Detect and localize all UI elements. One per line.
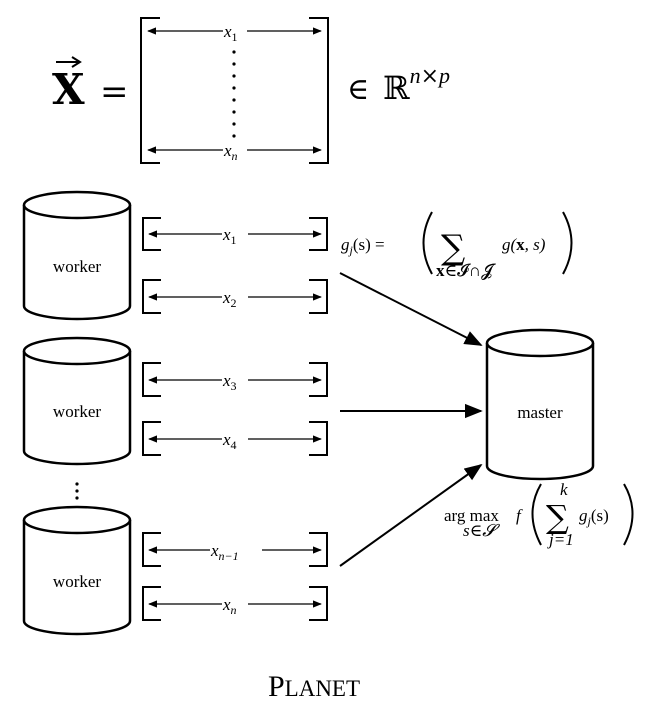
svg-text:j=1: j=1: [547, 530, 574, 549]
membership-sign: ∈: [347, 72, 369, 107]
worker-ellipsis: [75, 482, 79, 500]
left-paren: [422, 211, 433, 275]
master-node: master: [485, 328, 595, 481]
cylinder-top: [485, 328, 595, 358]
cylinder-top: [22, 336, 132, 366]
worker-row: xn: [142, 586, 328, 621]
svg-text:X: X: [52, 65, 85, 114]
left-paren: [531, 483, 542, 546]
matrix-symbol: X: [52, 56, 85, 114]
formula-argmax: arg max s∈𝓢 f k ∑ j=1 gj(s): [444, 480, 634, 549]
equals-sign: =: [100, 72, 129, 112]
arrow-worker1-to-master: [339, 272, 483, 346]
worker-label: worker: [53, 572, 101, 591]
svg-text:gj(s): gj(s): [579, 506, 609, 528]
real-space-label: ℝn×p: [383, 63, 450, 107]
matrix-right-bracket: [309, 17, 329, 164]
cylinder-top: [22, 190, 132, 220]
row-label: x3: [222, 371, 237, 393]
worker-row: xn−1: [142, 532, 328, 567]
matrix-definition: X = x1: [52, 17, 450, 164]
matrix-row-bottom: xn: [147, 141, 322, 163]
row-label-top: x1: [223, 22, 238, 44]
worker-node: worker: [22, 190, 132, 321]
matrix-row-top: x1: [147, 22, 322, 44]
svg-text:∑: ∑: [546, 498, 569, 536]
svg-text:gj(s) =: gj(s) =: [341, 235, 385, 257]
sum-sign: ∑: [441, 228, 465, 268]
worker-node: worker: [22, 336, 132, 466]
svg-text:f: f: [516, 506, 523, 525]
matrix-left-bracket: [140, 17, 160, 164]
row-label: xn: [222, 595, 237, 617]
vector-arrow-icon: [71, 56, 82, 68]
row-label-bottom: xn: [223, 141, 238, 163]
right-paren: [623, 483, 634, 546]
arrow-worker3-to-master: [339, 463, 483, 567]
svg-text:arg max: arg max: [444, 506, 499, 525]
worker-node: worker: [22, 505, 132, 636]
right-paren: [562, 211, 573, 275]
sum-subscript: x∈𝓘∩𝓙: [436, 261, 496, 280]
worker-label: worker: [53, 402, 101, 421]
svg-text:k: k: [560, 480, 568, 499]
master-label: master: [517, 403, 563, 422]
caption-planet: PLANET: [268, 670, 360, 703]
worker-row: x1: [142, 217, 328, 251]
worker-label: worker: [53, 257, 101, 276]
cylinder-top: [22, 505, 132, 535]
matrix-vertical-dots: [232, 50, 236, 138]
row-label: x1: [222, 225, 237, 247]
worker-row: x3: [142, 362, 328, 397]
worker-row: x4: [142, 421, 328, 456]
formula-g: gj(s) = ∑ x∈𝓘∩𝓙 g(x, s): [341, 211, 573, 280]
svg-text:s∈𝓢: s∈𝓢: [463, 521, 500, 540]
worker-row: x2: [142, 279, 328, 314]
row-label: xn−1: [210, 541, 239, 563]
svg-text:g(x, s): g(x, s): [502, 235, 546, 254]
row-label: x2: [222, 288, 237, 310]
row-label: x4: [222, 430, 237, 452]
